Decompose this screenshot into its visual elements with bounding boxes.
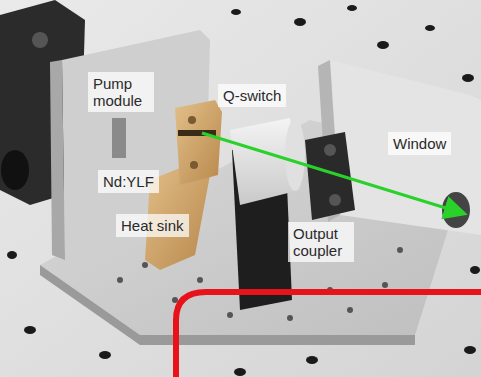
q-switch-end <box>285 119 305 191</box>
part-label: Output coupler <box>288 222 354 262</box>
screw <box>32 32 48 48</box>
pump-slot <box>112 118 126 158</box>
pump-module-side <box>50 60 65 260</box>
part-label: Q-switch <box>218 84 286 107</box>
part-label: Pump module <box>88 72 154 112</box>
crystal-holder <box>175 100 222 185</box>
laser-beam <box>202 133 462 213</box>
output-coupler-mount <box>305 132 355 220</box>
part-label: Window <box>388 132 451 155</box>
red-outline <box>176 292 481 377</box>
part-label: Heat sink <box>116 214 189 237</box>
breadboard-holes <box>7 5 480 376</box>
adjuster-knob <box>1 150 29 190</box>
part-label: Nd:YLF <box>98 170 159 193</box>
base-plate-edge <box>40 265 415 345</box>
